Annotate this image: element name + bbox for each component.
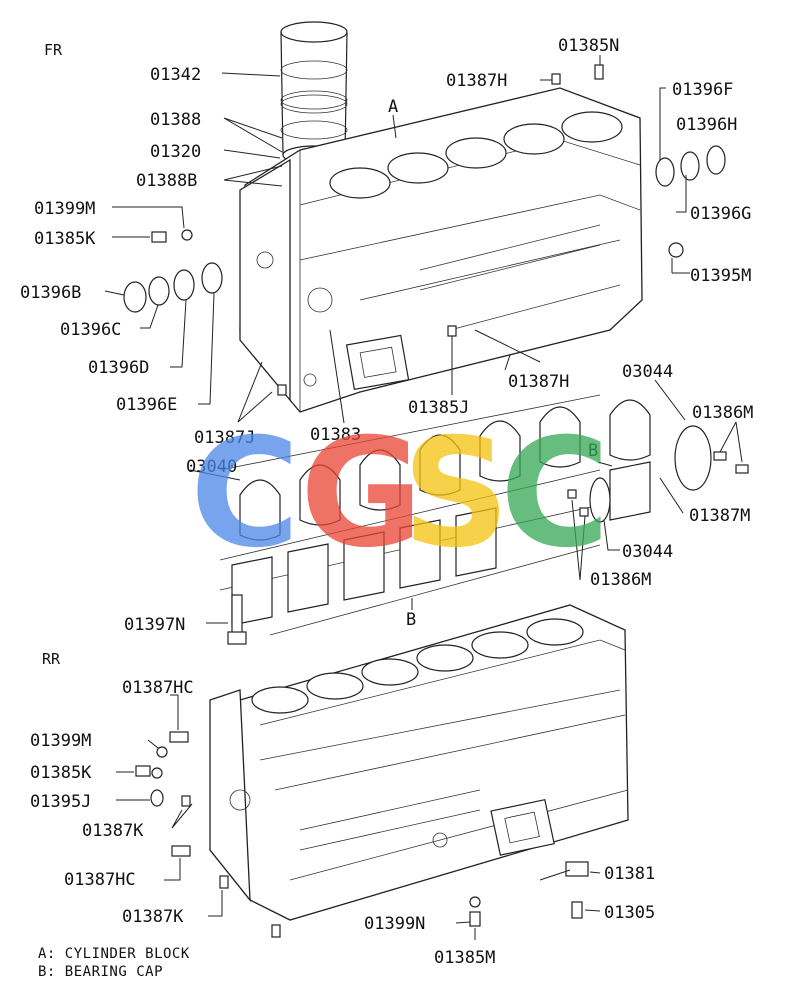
callout-01396g: 01396G [690,204,751,224]
callout-01399m-rear: 01399M [30,731,91,751]
expansion-plugs-right [655,145,726,258]
small-fasteners-front [151,64,604,396]
small-fasteners-rear [135,731,589,938]
cylinder-block-front [239,87,643,413]
callout-01387j: 01387J [194,428,255,448]
callout-01388b: 01388B [136,171,197,191]
callout-01385n: 01385N [558,36,619,56]
legend-cylinder-block: A: CYLINDER BLOCK [38,946,190,962]
callout-01385k-rear: 01385K [30,763,92,783]
callout-01383: 01383 [310,425,361,445]
callout-01387k-bottom: 01387K [122,907,184,927]
thrust-washers [567,425,749,523]
callout-01396h: 01396H [676,115,737,135]
cylinder-block-rear [209,604,629,921]
callout-01387hc-top: 01387HC [122,678,194,698]
leader-lines-rear [116,694,601,940]
view-label-front: FR [44,41,63,59]
watermark-letter: C [190,407,300,581]
callout-01396c: 01396C [60,320,121,340]
callout-01396b: 01396B [20,283,81,303]
callout-01386m-top: 01386M [692,403,753,423]
callout-01397n: 01397N [124,615,185,635]
callout-01386m-bottom: 01386M [590,570,651,590]
bearing-caps-upper [219,394,651,561]
callout-01342: 01342 [150,65,201,85]
callout-01396f: 01396F [672,80,733,100]
callout-01388: 01388 [150,110,201,130]
callout-01395j: 01395J [30,792,91,812]
marker-b-top: B [588,441,598,461]
watermark-letter: G [300,407,423,581]
callout-01387h-top: 01387H [446,71,507,91]
callout-01387h-bottom: 01387H [508,372,569,392]
callout-01399n: 01399N [364,914,425,934]
leader-lines-caps [189,379,743,624]
callout-01396e: 01396E [116,395,177,415]
callout-01399m-front: 01399M [34,199,95,219]
callout-03044-top: 03044 [622,362,673,382]
callout-03040: 03040 [186,457,237,477]
callout-01385m: 01385M [434,948,495,968]
marker-a: A [388,97,398,117]
callout-01395m: 01395M [690,266,751,286]
callout-01320: 01320 [150,142,201,162]
callout-01385k-front: 01385K [34,229,96,249]
watermark-letter: C [500,407,610,581]
view-label-rear: RR [42,650,61,668]
marker-b-bottom: B [406,610,416,630]
bearing-caps-lower [219,461,651,645]
callout-01381: 01381 [604,864,655,884]
callout-01305: 01305 [604,903,655,923]
expansion-plugs-left [123,262,223,313]
callout-01387hc-bottom: 01387HC [64,870,136,890]
callout-03044-bottom: 03044 [622,542,673,562]
callout-01396d: 01396D [88,358,149,378]
watermark-letter: S [402,407,510,581]
leader-lines-front [104,55,690,424]
legend-bearing-cap: B: BEARING CAP [38,964,163,980]
callout-01385j: 01385J [408,398,469,418]
callout-01387m: 01387M [689,506,750,526]
callout-01387k-top: 01387K [82,821,144,841]
